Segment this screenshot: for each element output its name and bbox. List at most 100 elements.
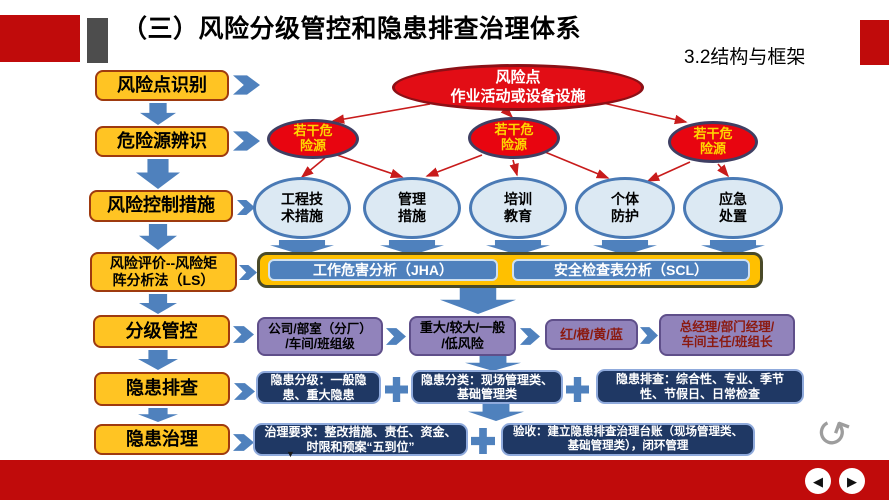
deco-gray-bar <box>87 18 108 63</box>
hazard-line2: 险源 <box>699 141 726 156</box>
down-arrow-icon <box>136 159 180 189</box>
jha-label: 工作危害分析（JHA） <box>312 262 453 278</box>
measure-line2: 措施 <box>398 208 426 224</box>
plus-icon <box>471 428 495 454</box>
refresh-icon[interactable]: ↺ <box>808 407 856 461</box>
risk-point-line2: 作业活动或设备设施 <box>450 87 586 105</box>
hazard-source-ellipse: 若干危 险源 <box>468 117 560 159</box>
flow-step-label: 隐患排查 <box>126 378 198 399</box>
danger-grades-line1: 隐患分级：一般隐 <box>270 373 367 388</box>
risk-levels-line1: 重大/较大/一般 <box>419 320 506 336</box>
danger-grades-box: 隐患分级：一般隐 患、重大隐患 <box>256 371 381 404</box>
down-arrow-icon <box>440 288 516 314</box>
measure-ellipse-training: 培训 教育 <box>469 177 567 239</box>
hazard-line2: 险源 <box>500 137 527 152</box>
scl-label: 安全检查表分析（SCL） <box>554 262 708 278</box>
measure-line1: 个体 <box>611 190 639 207</box>
measure-ellipse-personal-protection: 个体 防护 <box>575 177 675 239</box>
acceptance-line2: 基础管理类），闭环管理 <box>567 439 689 452</box>
managers-line2: 车间主任/班组长 <box>681 335 773 349</box>
screening-types-line2: 性、节假日、日常检查 <box>639 386 760 401</box>
measure-ellipse-engineering: 工程技 术措施 <box>253 177 351 239</box>
acceptance-line1: 验收：建立隐患排查治理台账（现场管理类、 <box>513 425 743 438</box>
danger-grades-line2: 患、重大隐患 <box>282 387 355 402</box>
risk-point-line1: 风险点 <box>495 68 541 86</box>
down-arrow-icon <box>140 103 176 125</box>
jha-analysis-box: 工作危害分析（JHA） <box>268 259 498 281</box>
prev-slide-button[interactable]: ◀ <box>805 468 831 494</box>
right-arrow-icon <box>237 200 255 215</box>
footer-red-bar <box>0 460 889 500</box>
flow-step-risk-evaluation-ls: 风险评价--风险矩 阵分析法（LS） <box>90 252 237 292</box>
flow-step-label-line1: 风险评价--风险矩 <box>109 255 218 272</box>
treatment-requirements-box: 治理要求：整改措施、责任、资金、 时限和预案“五到位” <box>253 423 468 456</box>
org-levels-line1: 公司/部室（分厂） <box>268 321 372 336</box>
screening-types-box: 隐患排查：综合性、专业、季节 性、节假日、日常检查 <box>596 369 804 404</box>
org-levels-box: 公司/部室（分厂） /车间/班组级 <box>257 317 383 356</box>
measure-ellipse-emergency: 应急 处置 <box>683 177 783 239</box>
down-arrow-icon <box>139 224 177 250</box>
right-arrow-icon <box>239 265 257 280</box>
measure-line2: 防护 <box>611 208 639 224</box>
measure-line2: 教育 <box>504 208 532 224</box>
hazard-line1: 若干危 <box>494 122 534 138</box>
measure-line1: 工程技 <box>281 190 323 207</box>
flow-step-label: 风险控制措施 <box>107 195 215 216</box>
flow-step-label: 风险点识别 <box>117 74 207 95</box>
flow-step-hidden-danger-treatment: 隐患治理 <box>94 424 230 455</box>
screening-types-line1: 隐患排查：综合性、专业、季节 <box>615 372 784 387</box>
down-arrow-icon <box>468 404 524 421</box>
plus-icon <box>566 377 589 402</box>
flow-step-label: 危险源辨识 <box>117 130 207 151</box>
measure-line2: 处置 <box>719 208 747 224</box>
next-slide-button[interactable]: ▶ <box>839 468 865 494</box>
down-arrow-icon <box>138 408 178 422</box>
color-levels-label: 红/橙/黄/蓝 <box>560 326 623 342</box>
measure-line2: 术措施 <box>281 208 323 224</box>
scl-analysis-box: 安全检查表分析（SCL） <box>512 259 750 281</box>
plus-icon <box>385 377 408 402</box>
treatment-requirements-line1: 治理要求：整改措施、责任、资金、 <box>264 425 457 440</box>
right-arrow-icon <box>233 434 254 451</box>
danger-categories-box: 隐患分类：现场管理类、 基础管理类 <box>411 370 563 404</box>
responsible-managers-box: 总经理/部门经理/ 车间主任/班组长 <box>659 314 795 356</box>
org-levels-line2: /车间/班组级 <box>285 336 355 351</box>
measure-line1: 应急 <box>719 190 747 207</box>
flow-step-risk-control-measures: 风险控制措施 <box>89 190 233 222</box>
deco-red-block-top-left <box>0 15 80 62</box>
right-arrow-icon <box>520 328 540 345</box>
right-arrow-icon <box>233 75 260 95</box>
down-triangle-icon: ▼ <box>286 449 295 459</box>
right-arrow-icon: ▶ <box>847 473 857 489</box>
down-arrow-icon <box>139 294 177 314</box>
flow-step-graded-management: 分级管控 <box>93 315 230 348</box>
measure-line1: 管理 <box>398 190 426 207</box>
deco-red-block-top-right <box>860 20 889 65</box>
right-arrow-icon <box>233 326 254 343</box>
right-arrow-icon <box>233 131 260 151</box>
managers-line1: 总经理/部门经理/ <box>679 320 775 334</box>
treatment-requirements-line2: 时限和预案“五到位” <box>306 439 415 454</box>
right-arrow-icon <box>386 328 406 345</box>
down-arrow-icon <box>465 356 521 371</box>
color-levels-box: 红/橙/黄/蓝 <box>545 319 638 350</box>
flow-step-label: 隐患治理 <box>126 428 198 449</box>
page-title: （三）风险分级管控和隐患排查治理体系 <box>122 15 582 43</box>
flow-step-label-line2: 阵分析法（LS） <box>112 272 215 288</box>
risk-levels-box: 重大/较大/一般 /低风险 <box>409 316 516 356</box>
down-arrow-icon <box>138 350 178 370</box>
flow-step-label: 分级管控 <box>125 320 198 341</box>
section-label: 3.2结构与框架 <box>684 47 806 68</box>
right-arrow-icon <box>640 327 658 344</box>
left-arrow-icon: ◀ <box>813 473 823 489</box>
danger-categories-line2: 基础管理类 <box>456 387 517 401</box>
flow-step-hidden-danger-screening: 隐患排查 <box>94 372 230 406</box>
hazard-line1: 若干危 <box>693 126 733 142</box>
hazard-line2: 险源 <box>299 138 326 153</box>
flow-step-risk-point-identification: 风险点识别 <box>95 70 229 101</box>
measure-line1: 培训 <box>504 190 532 207</box>
flow-step-hazard-source-identification: 危险源辨识 <box>95 126 229 157</box>
acceptance-box: 验收：建立隐患排查治理台账（现场管理类、 基础管理类），闭环管理 <box>501 423 755 456</box>
hazard-line1: 若干危 <box>293 123 333 139</box>
